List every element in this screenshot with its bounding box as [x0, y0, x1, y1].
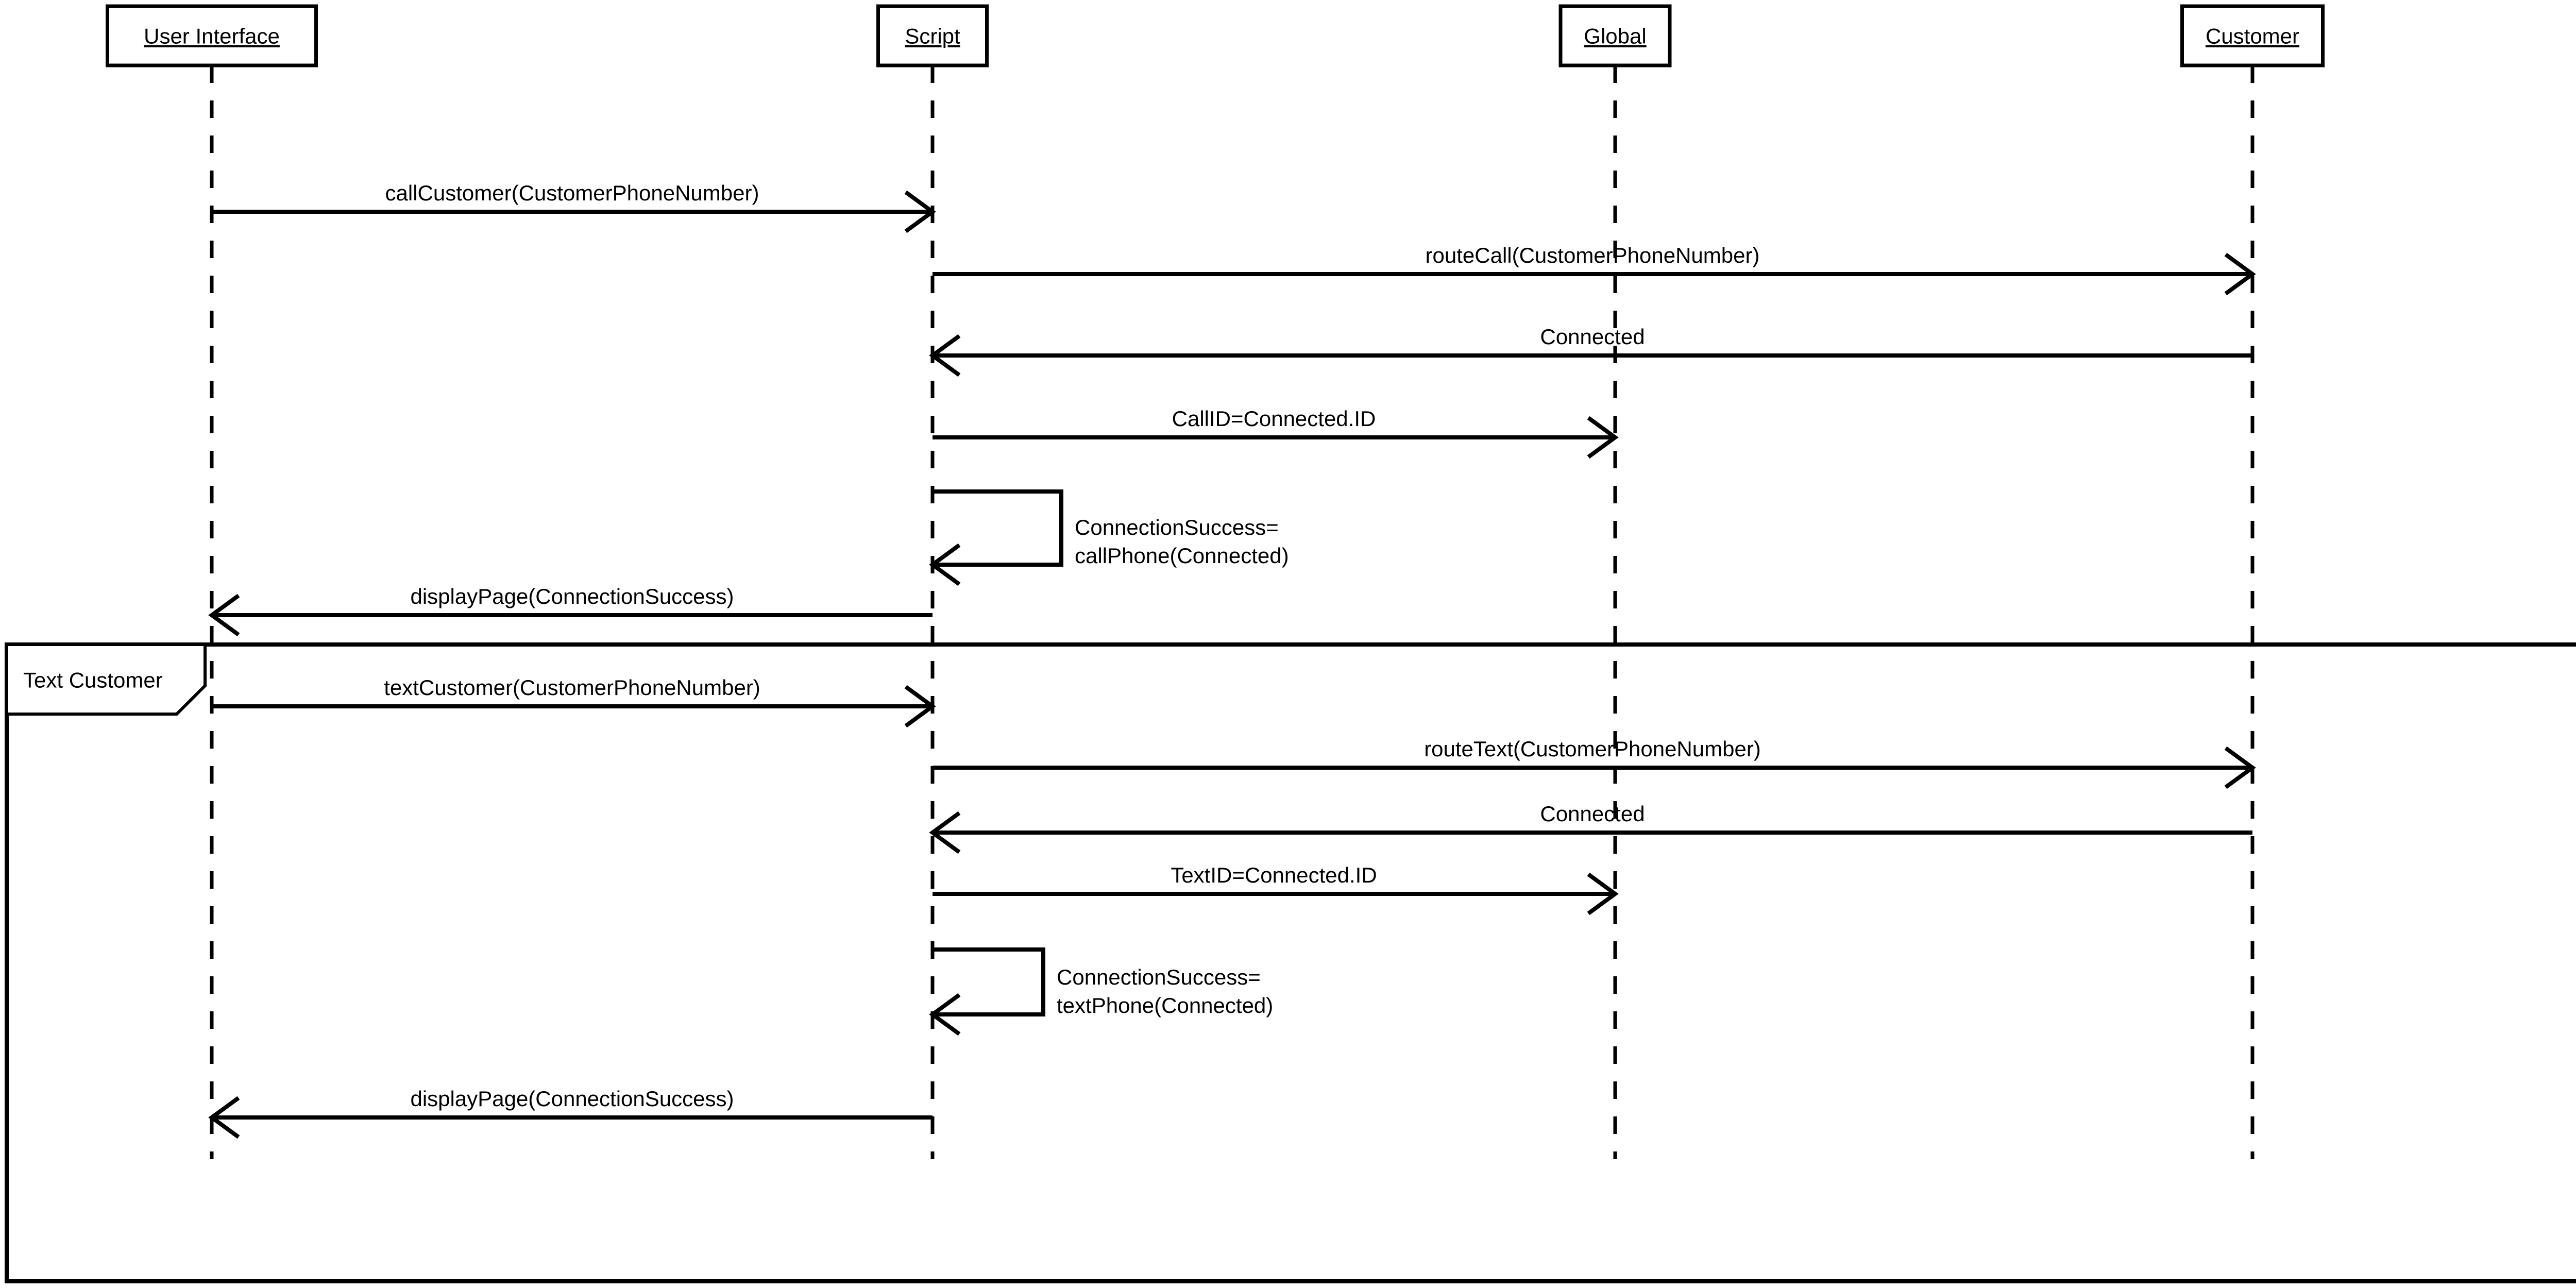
lifeline-header-label-global: Global [1584, 24, 1646, 48]
message-m9[interactable]: Connected [929, 802, 2252, 854]
message-m12[interactable]: displayPage(ConnectionSuccess) [208, 1087, 933, 1139]
message-label-m1: callCustomer(CustomerPhoneNumber) [385, 181, 759, 205]
message-m11[interactable]: ConnectionSuccess= textPhone(Connected) [929, 947, 1273, 1036]
fragment-border[interactable] [5, 642, 2576, 1283]
message-label-m11-line2: textPhone(Connected) [1057, 993, 1273, 1018]
lifeline-script: Script [876, 4, 989, 1159]
message-m5[interactable]: ConnectionSuccess= callPhone(Connected) [929, 489, 1289, 586]
message-m3[interactable]: Connected [929, 325, 2252, 377]
message-arrowhead-m4 [1587, 416, 1619, 459]
message-m4[interactable]: CallID=Connected.ID [933, 406, 1619, 459]
messages-layer: callCustomer(CustomerPhoneNumber) routeCa… [208, 181, 2256, 1139]
lifeline-global: Global [1558, 4, 1672, 1159]
message-arrowhead-m12 [208, 1096, 240, 1139]
message-label-m6: displayPage(ConnectionSuccess) [410, 584, 734, 608]
lifeline-ui: User Interface [106, 4, 318, 1159]
self-call-path-m11 [933, 947, 1045, 1016]
self-call-path-m5 [933, 489, 1063, 567]
message-m10[interactable]: TextID=Connected.ID [933, 863, 1619, 916]
fragment-label: Text Customer [23, 668, 163, 692]
message-m7[interactable]: textCustomer(CustomerPhoneNumber) [212, 675, 936, 728]
lifeline-header-label-customer: Customer [2206, 24, 2299, 48]
combined-fragment: Text Customer [5, 642, 2576, 1283]
message-label-m5-line1: ConnectionSuccess= [1075, 515, 1279, 539]
message-arrowhead-m6 [208, 594, 240, 637]
message-label-m2: routeCall(CustomerPhoneNumber) [1426, 243, 1760, 267]
self-call-arrowhead-m11 [929, 993, 961, 1036]
message-label-m4: CallID=Connected.ID [1172, 406, 1376, 431]
lifeline-customer: Customer [2180, 4, 2325, 1159]
fragment-tab [5, 643, 207, 716]
message-label-m8: routeText(CustomerPhoneNumber) [1424, 737, 1761, 761]
message-label-m10: TextID=Connected.ID [1171, 863, 1377, 887]
message-m1[interactable]: callCustomer(CustomerPhoneNumber) [212, 181, 936, 233]
lifeline-header-box-customer[interactable] [2180, 4, 2325, 67]
lifelines-layer: User Interface Script Global Customer [106, 4, 2325, 1159]
message-arrowhead-m7 [904, 685, 936, 728]
message-arrowhead-m2 [2224, 252, 2256, 296]
message-label-m7: textCustomer(CustomerPhoneNumber) [384, 675, 760, 700]
lifeline-header-box-script[interactable] [876, 4, 989, 67]
message-arrowhead-m9 [929, 811, 961, 854]
message-m2[interactable]: routeCall(CustomerPhoneNumber) [933, 243, 2256, 296]
message-m6[interactable]: displayPage(ConnectionSuccess) [208, 584, 933, 637]
fragment-layer: Text Customer [5, 642, 2576, 1283]
message-arrowhead-m8 [2224, 746, 2256, 789]
lifeline-header-label-script: Script [905, 24, 960, 48]
self-call-arrowhead-m5 [929, 543, 961, 586]
message-arrowhead-m10 [1587, 872, 1619, 916]
message-arrowhead-m1 [904, 190, 936, 233]
message-label-m12: displayPage(ConnectionSuccess) [410, 1087, 734, 1111]
message-label-m11-line1: ConnectionSuccess= [1057, 965, 1261, 989]
message-m8[interactable]: routeText(CustomerPhoneNumber) [933, 737, 2256, 789]
message-label-m5-line2: callPhone(Connected) [1075, 544, 1289, 568]
message-label-m3: Connected [1540, 325, 1645, 349]
lifeline-header-label-ui: User Interface [144, 24, 280, 48]
message-arrowhead-m3 [929, 334, 961, 377]
message-label-m9: Connected [1540, 802, 1645, 826]
